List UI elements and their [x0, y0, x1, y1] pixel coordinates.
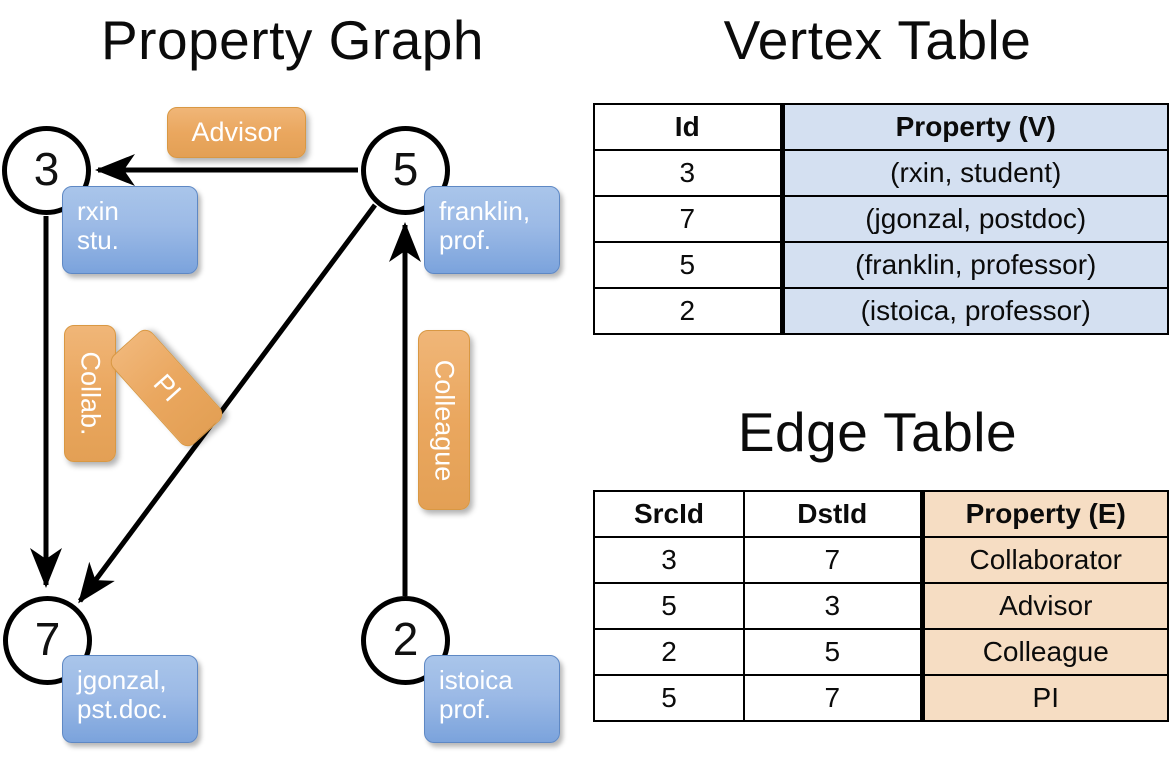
edge-row-0-dst: 7: [743, 536, 923, 584]
vertex-table-col-property: Property (V): [779, 103, 1169, 151]
vertex-row-2-property: (franklin, professor): [779, 241, 1169, 289]
graph-edges-svg: [30, 154, 421, 604]
vertex-row-3-id: 2: [593, 287, 783, 335]
edge-table-col-srcid: SrcId: [593, 490, 745, 538]
vertex-property-istoica-line1: istoica: [439, 665, 513, 695]
graph-node-5[interactable]: 5: [361, 126, 450, 215]
edge-label-box-colleague[interactable]: Colleague: [418, 330, 470, 510]
vertex-property-box-istoica[interactable]: istoica prof.: [424, 655, 560, 743]
table-row[interactable]: 5 (franklin, professor): [593, 241, 1169, 289]
vertex-property-jgonzal-line2: pst.doc.: [77, 694, 169, 725]
edge-table-col-property: Property (E): [919, 490, 1169, 538]
edge-label-colleague: Colleague: [429, 359, 460, 481]
graph-node-2-label: 2: [392, 612, 419, 665]
table-header-row: SrcId DstId Property (E): [593, 490, 1169, 538]
vertex-property-box-jgonzal[interactable]: jgonzal, pst.doc.: [62, 655, 198, 743]
edge-row-3-src: 5: [593, 674, 745, 722]
vertex-row-0-id: 3: [593, 149, 783, 197]
edge-row-1-property: Advisor: [919, 582, 1169, 630]
edge-row-1-dst: 3: [743, 582, 923, 630]
table-row[interactable]: 3 (rxin, student): [593, 149, 1169, 197]
edge-table-col-dstid: DstId: [743, 490, 923, 538]
vertex-row-3-property: (istoica, professor): [779, 287, 1169, 335]
edge-table: SrcId DstId Property (E) 3 7 Collaborato…: [593, 490, 1169, 722]
vertex-property-box-franklin[interactable]: franklin, prof.: [424, 186, 560, 274]
graph-node-3-label: 3: [33, 142, 60, 195]
vertex-row-1-property: (jgonzal, postdoc): [779, 195, 1169, 243]
table-row[interactable]: 3 7 Collaborator: [593, 536, 1169, 584]
edge-row-2-dst: 5: [743, 628, 923, 676]
page-title-edge-table: Edge Table: [737, 401, 1018, 463]
edge-row-0-property: Collaborator: [919, 536, 1169, 584]
vertex-table: Id Property (V) 3 (rxin, student) 7 (jgo…: [593, 103, 1169, 335]
edge-row-1-src: 5: [593, 582, 745, 630]
edge-row-0-src: 3: [593, 536, 745, 584]
page-title-property-graph: Property Graph: [100, 9, 484, 71]
vertex-property-franklin-line2: prof.: [439, 225, 492, 256]
vertex-row-2-id: 5: [593, 241, 783, 289]
table-row[interactable]: 2 5 Colleague: [593, 628, 1169, 676]
edge-label-advisor: Advisor: [191, 117, 282, 147]
edge-row-3-property: PI: [919, 674, 1169, 722]
graph-node-7-label: 7: [34, 612, 61, 665]
graph-node-5-label: 5: [392, 142, 419, 195]
vertex-property-franklin-line1: franklin,: [439, 196, 531, 226]
vertex-property-rxin-line1: rxin: [77, 196, 119, 226]
table-row[interactable]: 5 7 PI: [593, 674, 1169, 722]
vertex-table-col-id: Id: [593, 103, 783, 151]
vertex-property-rxin-line2: stu.: [77, 225, 119, 256]
vertex-row-1-id: 7: [593, 195, 783, 243]
edge-5-to-7-pi: [77, 203, 378, 604]
vertex-property-istoica-line2: prof.: [439, 694, 492, 725]
table-row[interactable]: 2 (istoica, professor): [593, 287, 1169, 335]
table-header-row: Id Property (V): [593, 103, 1169, 151]
table-row[interactable]: 7 (jgonzal, postdoc): [593, 195, 1169, 243]
edge-row-3-dst: 7: [743, 674, 923, 722]
table-row[interactable]: 5 3 Advisor: [593, 582, 1169, 630]
edge-label-collab: Collab.: [75, 351, 106, 436]
graph-node-2[interactable]: 2: [361, 596, 450, 685]
edge-label-pi: PI: [147, 368, 187, 408]
edge-row-2-property: Colleague: [919, 628, 1169, 676]
edge-label-box-collab[interactable]: Collab.: [64, 325, 116, 462]
vertex-property-box-rxin[interactable]: rxin stu.: [62, 186, 198, 274]
edge-row-2-src: 2: [593, 628, 745, 676]
page-title-vertex-table: Vertex Table: [723, 9, 1032, 71]
vertex-row-0-property: (rxin, student): [779, 149, 1169, 197]
edge-label-box-advisor[interactable]: Advisor: [167, 107, 306, 158]
vertex-property-jgonzal-line1: jgonzal,: [77, 665, 167, 695]
